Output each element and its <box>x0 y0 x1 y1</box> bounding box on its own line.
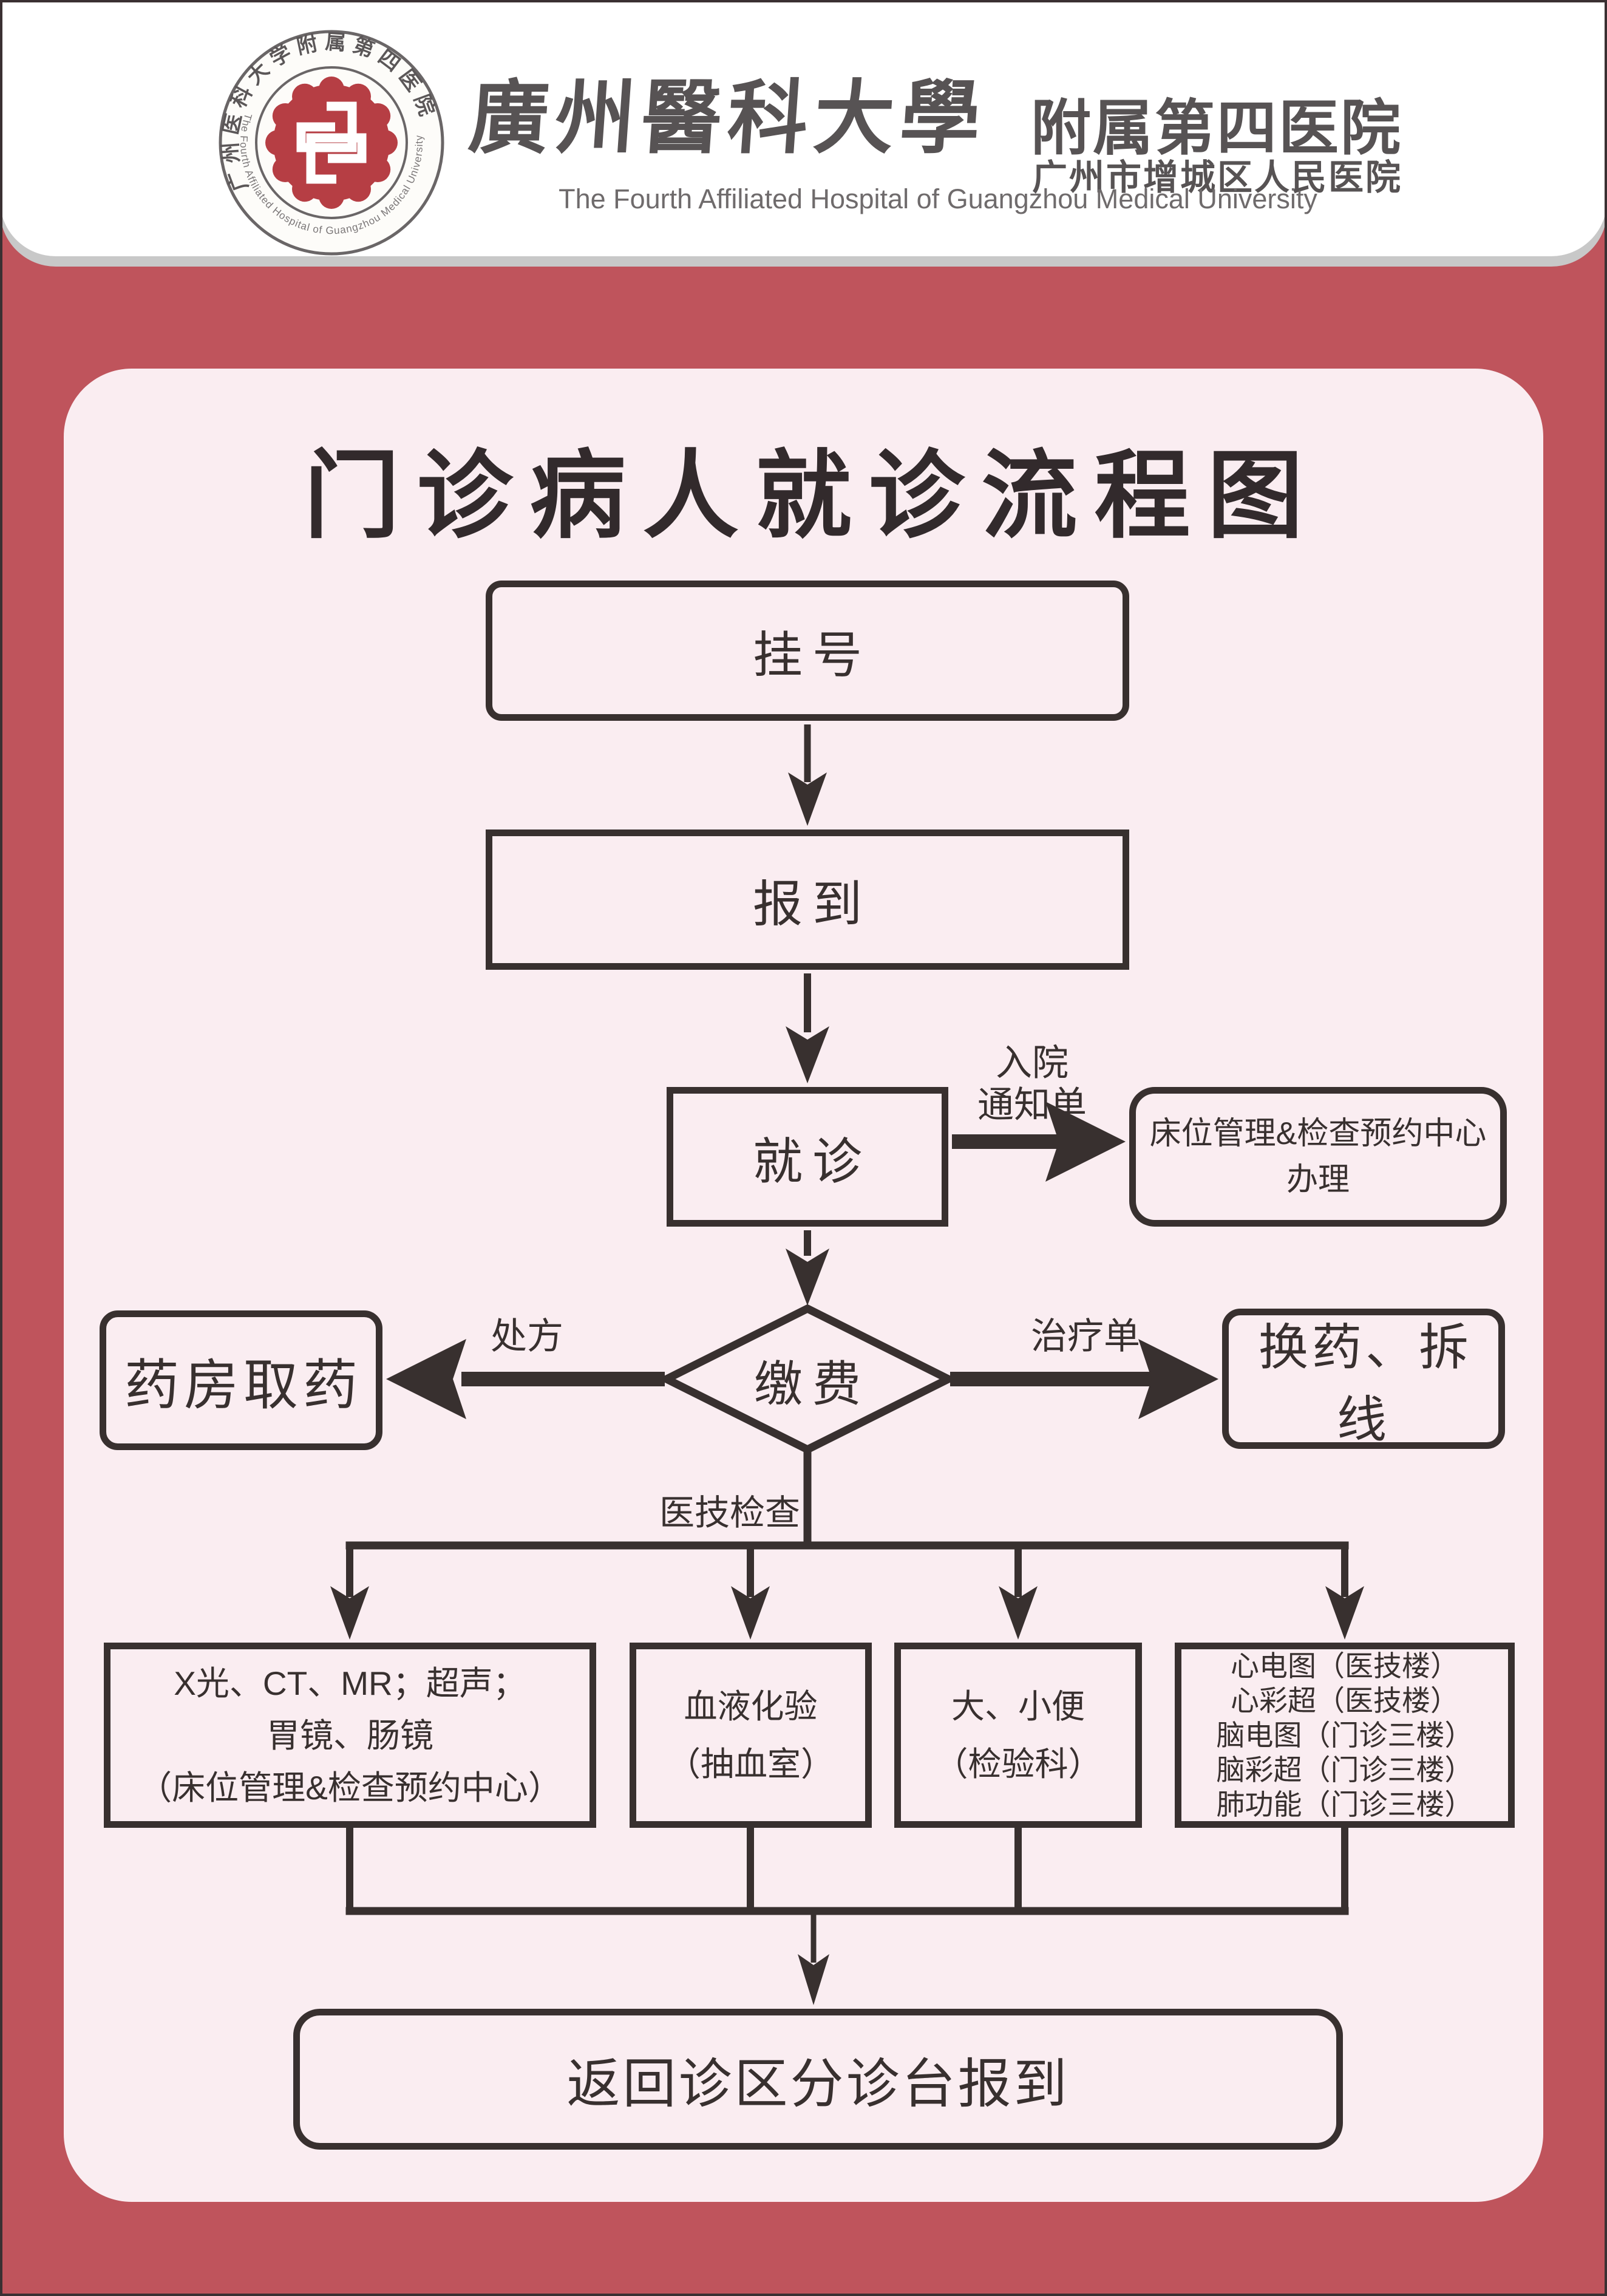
hospital-header: 广州医科大学附属第四医院 The Fourth Affiliated Hospi… <box>0 0 1607 256</box>
hospital-subtitle-en: The Fourth Affiliated Hospital of Guangz… <box>559 183 1317 214</box>
node-checkin-label: 报到 <box>752 877 872 932</box>
exam-func-line2: 心彩超（医技楼） <box>1231 1685 1459 1717</box>
pay-decision-diamond <box>657 1304 957 1454</box>
node-return-desk-label: 返回诊区分诊台报到 <box>566 2053 1070 2114</box>
exam-func-line1: 心电图（医技楼） <box>1231 1650 1459 1682</box>
node-exam-functional: 心电图（医技楼） 心彩超（医技楼） 脑电图（门诊三楼） 脑彩超（门诊三楼） 肺功… <box>1175 1643 1515 1828</box>
exam-func-line5: 肺功能（门诊三楼） <box>1216 1788 1473 1821</box>
exam-stool-line2: （检验科） <box>934 1745 1102 1783</box>
node-dressing-label: 换药、拆线 <box>1258 1320 1472 1448</box>
node-exam-imaging: X光、CT、MR；超声； 胃镜、肠镜 （床位管理&检查预约中心） <box>104 1643 596 1828</box>
exam-func-line4: 脑彩超（门诊三楼） <box>1216 1754 1473 1786</box>
hospital-subtitle-zh: 广州市增城区人民医院 <box>1032 158 1403 197</box>
node-pharmacy: 药房取药 <box>100 1310 382 1450</box>
edge-label-admission: 入院 通知单 <box>953 1042 1111 1126</box>
flowchart-title: 门诊病人就诊流程图 <box>304 443 1320 550</box>
exam-stool-line1: 大、小便 <box>951 1687 1085 1725</box>
node-checkin: 报到 <box>486 829 1129 970</box>
edge-label-treatment: 治疗单 <box>1031 1316 1140 1357</box>
logo-medical-emblem-icon <box>296 101 367 184</box>
exam-blood-line1: 血液化验 <box>684 1687 818 1725</box>
node-exam-stool: 大、小便 （检验科） <box>894 1643 1142 1828</box>
node-bed-center-line1: 床位管理&检查预约中心 <box>1149 1116 1487 1151</box>
node-pay-label: 缴费 <box>754 1357 871 1411</box>
node-consult-label: 就诊 <box>752 1134 872 1190</box>
exam-imaging-line3: （床位管理&检查预约中心） <box>138 1768 562 1807</box>
logo-rosette-icon <box>265 77 398 209</box>
exam-blood-line2: （抽血室） <box>667 1745 834 1783</box>
node-register-label: 挂号 <box>752 628 872 683</box>
edge-label-prescription: 处方 <box>491 1316 563 1357</box>
hospital-name-calligraphy: 廣州醫科大學 <box>466 73 990 163</box>
exam-imaging-line1: X光、CT、MR；超声； <box>174 1664 526 1702</box>
edge-label-tech-exam: 医技检查 <box>659 1493 800 1533</box>
edge-label-admission-line1: 入院 <box>996 1043 1069 1083</box>
node-bed-center: 床位管理&检查预约中心 办理 <box>1129 1087 1507 1227</box>
node-register: 挂号 <box>486 581 1129 721</box>
node-pharmacy-label: 药房取药 <box>124 1355 362 1416</box>
exam-imaging-line2: 胃镜、肠镜 <box>266 1716 433 1754</box>
exam-func-line3: 脑电图（门诊三楼） <box>1216 1719 1473 1751</box>
hospital-logo-icon: 广州医科大学附属第四医院 The Fourth Affiliated Hospi… <box>219 30 444 256</box>
node-bed-center-line2: 办理 <box>1286 1162 1350 1197</box>
node-return-desk: 返回诊区分诊台报到 <box>293 2009 1343 2150</box>
node-dressing: 换药、拆线 <box>1222 1309 1505 1449</box>
node-consult: 就诊 <box>667 1087 948 1227</box>
node-exam-blood: 血液化验 （抽血室） <box>630 1643 872 1828</box>
edge-label-admission-line2: 通知单 <box>977 1085 1087 1125</box>
hospital-name-suffix: 附属第四医院 <box>1031 94 1402 162</box>
